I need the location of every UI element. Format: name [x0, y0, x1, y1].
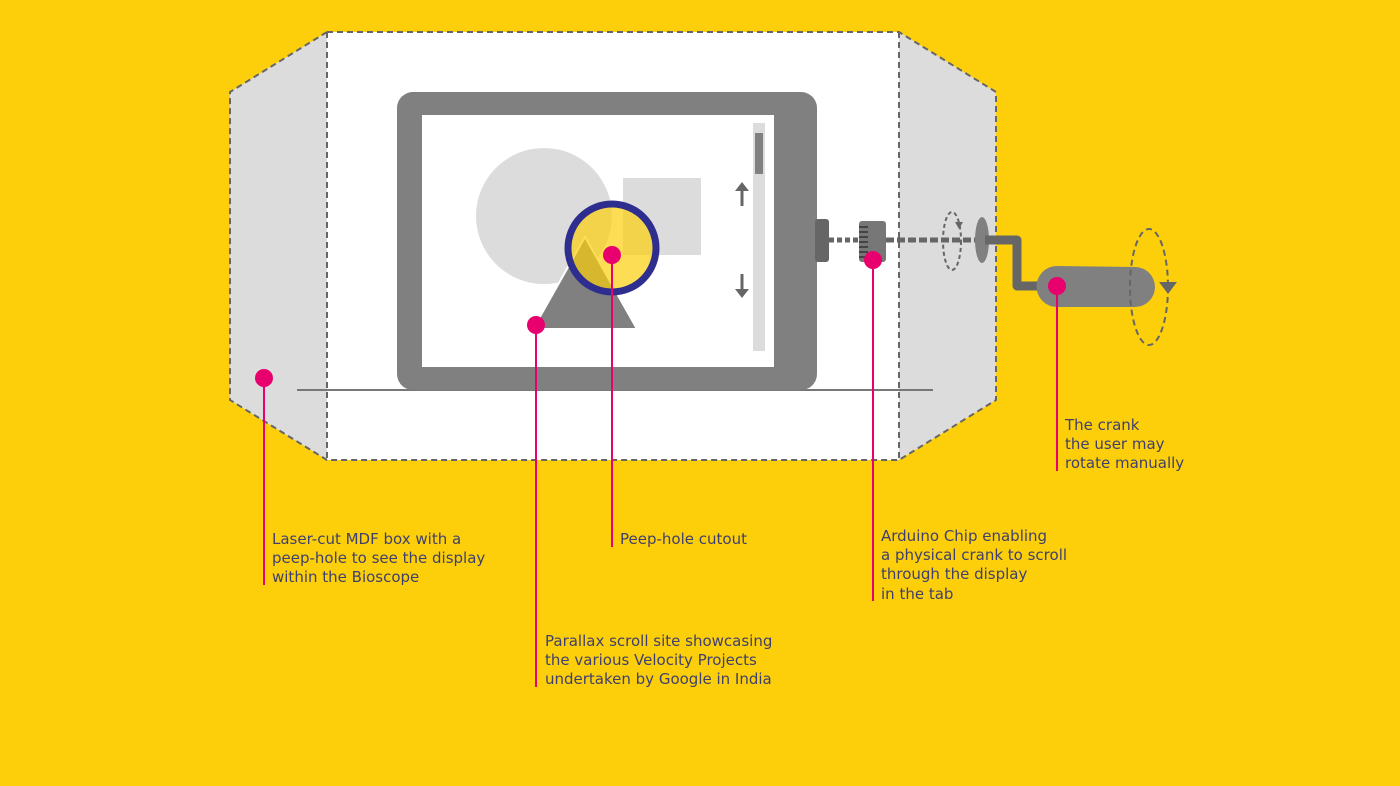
arduino-chip-teeth: [859, 226, 868, 258]
dot-peephole: [603, 246, 621, 264]
box-outline: [229, 31, 997, 461]
shaft-rotation-arrow-icon: [955, 222, 963, 229]
callout-parallax-label: Parallax scroll site showcasing the vari…: [545, 632, 772, 690]
callout-peephole-label: Peep-hole cutout: [620, 530, 747, 549]
callout-leaders: [263, 255, 1058, 687]
callout-line: the various Velocity Projects: [545, 651, 757, 670]
crank-handle: [1036, 266, 1155, 307]
box-left-panel: [230, 32, 327, 460]
callout-line: within the Bioscope: [272, 568, 420, 587]
dot-parallax: [527, 316, 545, 334]
callout-line: The crank: [1065, 416, 1140, 434]
dot-arduino: [864, 251, 882, 269]
callout-box-label: Laser-cut MDF box with a peep-hole to se…: [272, 530, 485, 588]
callout-arduino-label: Arduino Chip enabling a physical crank t…: [881, 527, 1067, 604]
shaft-rotation-indicator: [942, 211, 962, 271]
tablet-port: [815, 219, 829, 262]
callout-line: a physical crank to scroll: [881, 546, 1068, 565]
callout-line: in the tab: [881, 584, 954, 603]
callout-line: peep-hole to see the display: [272, 549, 486, 568]
scroll-thumb: [755, 133, 763, 174]
callout-line: undertaken by Google in India: [545, 670, 772, 689]
callout-line: through the display: [881, 565, 1028, 584]
crank-rotation-arrow-icon: [1159, 282, 1177, 294]
crank-arm: [985, 235, 1055, 291]
callout-line: Laser-cut MDF box with a: [272, 530, 462, 548]
callout-dots: [255, 246, 1066, 387]
box-right-panel: [899, 32, 996, 460]
callout-line: the user may: [1065, 435, 1165, 454]
dot-box: [255, 369, 273, 387]
callout-crank-label: The crank the user may rotate manually: [1065, 416, 1184, 474]
dot-crank: [1048, 277, 1066, 295]
scroll-down-arrow-icon: [735, 274, 749, 298]
callout-line: Parallax scroll site showcasing: [545, 632, 773, 650]
callout-line: rotate manually: [1065, 454, 1185, 473]
callout-line: Peep-hole cutout: [620, 530, 747, 548]
scroll-up-arrow-icon: [735, 182, 749, 206]
scroll-track: [753, 123, 765, 351]
crank-washer: [975, 217, 989, 263]
callout-line: Arduino Chip enabling: [881, 527, 1048, 545]
